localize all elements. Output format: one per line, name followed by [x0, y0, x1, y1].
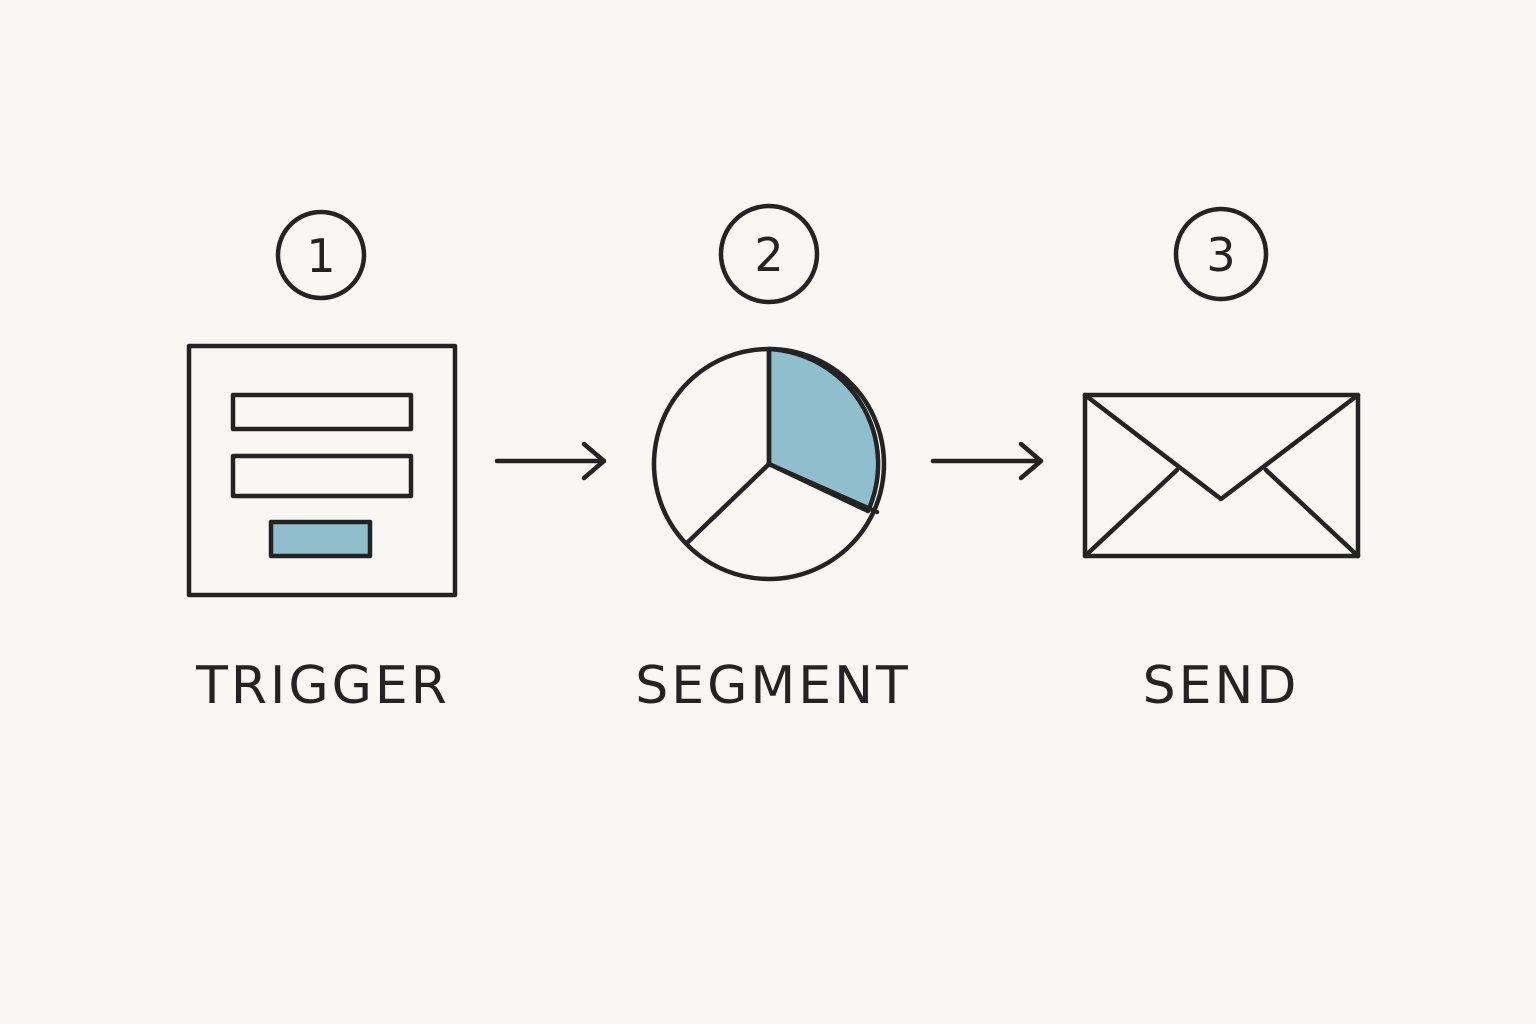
pie-chart-icon [651, 346, 887, 582]
step-1: 1 TRIGGER [186, 209, 458, 716]
form-submit-button [268, 519, 373, 559]
form-icon [186, 343, 458, 598]
form-field-2 [230, 453, 414, 499]
arrow-1-icon [494, 441, 607, 481]
form-field-1 [230, 392, 414, 432]
step-1-label: TRIGGER [195, 656, 450, 716]
step-2: 2 SEGMENT [635, 203, 911, 716]
step-1-badge: 1 [275, 209, 367, 301]
step-2-label: SEGMENT [635, 656, 911, 716]
step-3-label: SEND [1143, 656, 1300, 716]
envelope-flap [1082, 392, 1361, 502]
step-1-number: 1 [306, 229, 335, 283]
arrow-2-icon [930, 441, 1044, 481]
envelope-icon [1082, 392, 1361, 559]
step-3-number: 3 [1206, 228, 1235, 282]
step-2-badge: 2 [718, 203, 820, 305]
form-frame [186, 343, 458, 598]
step-2-number: 2 [754, 228, 783, 282]
envelope-body [1082, 392, 1361, 559]
step-3-badge: 3 [1173, 206, 1269, 302]
step-3: 3 SEND [1082, 206, 1361, 716]
